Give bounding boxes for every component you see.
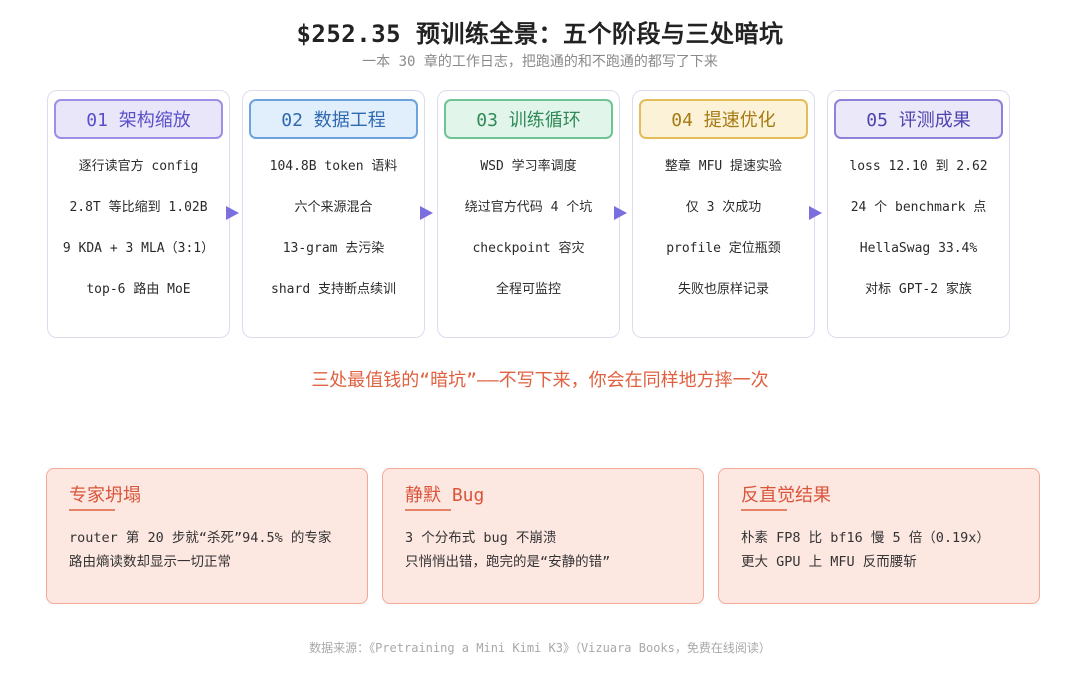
stage-item: shard 支持断点续训 [271,282,396,297]
pitfall-line: 只悄悄出错，跑完的是“安静的错” [405,554,611,570]
stage-item-list: loss 12.10 到 2.62 24 个 benchmark 点 Hella… [828,157,1009,321]
stage-item: 对标 GPT-2 家族 [865,282,972,297]
stage-item: 24 个 benchmark 点 [850,200,987,215]
stage-item: 2.8T 等比缩到 1.02B [69,200,208,215]
stage-label: 04 提速优化 [639,99,808,139]
stage-item: 104.8B token 语料 [269,159,398,174]
pitfall-title: 反直觉结果 [741,485,831,506]
pitfall-body: 朴素 FP8 比 bf16 慢 5 倍（0.19x） 更大 GPU 上 MFU … [741,526,1033,574]
pitfall-card-counterintuitive: 反直觉结果 朴素 FP8 比 bf16 慢 5 倍（0.19x） 更大 GPU … [718,468,1040,604]
stage-card-training-loop: 03 训练循环 WSD 学习率调度 绕过官方代码 4 个坑 checkpoint… [437,90,620,338]
stage-item-list: WSD 学习率调度 绕过官方代码 4 个坑 checkpoint 容灾 全程可监… [438,157,619,321]
stage-card-architecture: 01 架构缩放 逐行读官方 config 2.8T 等比缩到 1.02B 9 K… [47,90,230,338]
pitfall-card-expert-collapse: 专家坍塌 router 第 20 步就“杀死”94.5% 的专家 路由熵读数却显… [46,468,368,604]
pitfall-line: router 第 20 步就“杀死”94.5% 的专家 [69,530,332,546]
stage-item: checkpoint 容灾 [472,241,585,256]
stage-card-evaluation: 05 评测成果 loss 12.10 到 2.62 24 个 benchmark… [827,90,1010,338]
stage-item: loss 12.10 到 2.62 [849,159,988,174]
stage-item: 失败也原样记录 [677,282,769,297]
stage-item: top-6 路由 MoE [86,282,191,297]
stage-item-list: 整章 MFU 提速实验 仅 3 次成功 profile 定位瓶颈 失败也原样记录 [633,157,814,321]
stage-item-list: 逐行读官方 config 2.8T 等比缩到 1.02B 9 KDA + 3 M… [48,157,229,321]
pitfall-line: 3 个分布式 bug 不崩溃 [405,530,557,546]
pitfall-line: 路由熵读数却显示一切正常 [69,554,231,570]
arrow-right-icon [614,206,627,220]
stage-item: 绕过官方代码 4 个坑 [464,200,593,215]
stage-label: 03 训练循环 [444,99,613,139]
stage-item: 整章 MFU 提速实验 [664,159,783,174]
stage-card-speedup: 04 提速优化 整章 MFU 提速实验 仅 3 次成功 profile 定位瓶颈… [632,90,815,338]
stage-card-data: 02 数据工程 104.8B token 语料 六个来源混合 13-gram 去… [242,90,425,338]
arrow-right-icon [809,206,822,220]
arrow-right-icon [226,206,239,220]
stage-item: HellaSwag 33.4% [859,241,978,256]
diagram-subtitle: 一本 30 章的工作日志，把跑通的和不跑通的都写了下来 [362,54,718,70]
pitfall-title: 专家坍塌 [69,485,141,506]
pitfall-line: 更大 GPU 上 MFU 反而腰斩 [741,554,917,570]
stage-item-list: 104.8B token 语料 六个来源混合 13-gram 去污染 shard… [243,157,424,321]
stage-item: 13-gram 去污染 [282,241,385,256]
stage-label: 01 架构缩放 [54,99,223,139]
stage-item: 逐行读官方 config [78,159,199,174]
stage-label: 02 数据工程 [249,99,418,139]
pitfall-card-silent-bug: 静默 Bug 3 个分布式 bug 不崩溃 只悄悄出错，跑完的是“安静的错” [382,468,704,604]
pitfall-divider [405,509,451,511]
stage-item: 仅 3 次成功 [685,200,762,215]
source-note: 数据来源：《Pretraining a Mini Kimi K3》（Vizuar… [309,641,771,655]
pitfall-title: 静默 Bug [405,485,485,506]
pitfall-body: router 第 20 步就“杀死”94.5% 的专家 路由熵读数却显示一切正常 [69,526,361,574]
pitfall-divider [69,509,115,511]
arrow-right-icon [420,206,433,220]
stage-label: 05 评测成果 [834,99,1003,139]
pitfalls-heading: 三处最值钱的“暗坑”——不写下来，你会在同样地方摔一次 [311,370,769,391]
pitfall-body: 3 个分布式 bug 不崩溃 只悄悄出错，跑完的是“安静的错” [405,526,697,574]
stage-item: 全程可监控 [495,282,561,297]
stage-item: 六个来源混合 [294,200,373,215]
diagram-title: $252.35 预训练全景：五个阶段与三处暗坑 [296,20,784,48]
stage-item: 9 KDA + 3 MLA（3:1） [62,241,215,256]
stage-item: WSD 学习率调度 [480,159,577,174]
pitfall-line: 朴素 FP8 比 bf16 慢 5 倍（0.19x） [741,530,990,546]
stage-item: profile 定位瓶颈 [666,241,781,256]
pitfall-divider [741,509,787,511]
